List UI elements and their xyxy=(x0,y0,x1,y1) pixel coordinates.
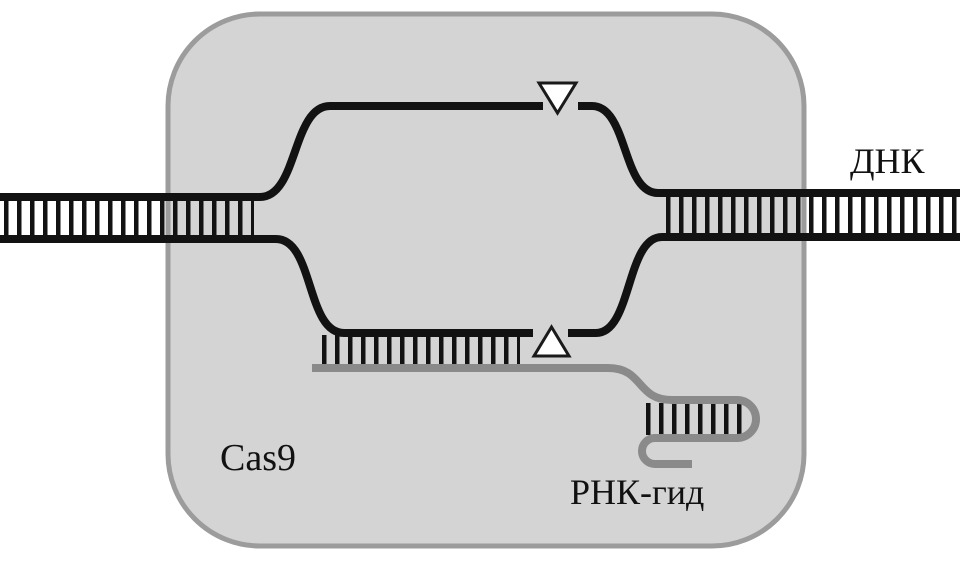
cas9-protein-body xyxy=(165,11,807,549)
guide-rna-strand xyxy=(312,364,760,468)
dna-top-strand-right xyxy=(578,102,960,197)
label-guide-rna: РНК-гид xyxy=(570,472,704,512)
cut-site-top-icon xyxy=(536,81,579,116)
dna-bottom-strand-left xyxy=(0,235,533,337)
label-dna: ДНК xyxy=(850,141,926,181)
label-cas9: Cas9 xyxy=(220,437,296,479)
cut-site-bottom-icon xyxy=(531,324,572,358)
dna-top-strand-left xyxy=(0,102,543,201)
dna-bottom-strand-right xyxy=(568,233,960,337)
